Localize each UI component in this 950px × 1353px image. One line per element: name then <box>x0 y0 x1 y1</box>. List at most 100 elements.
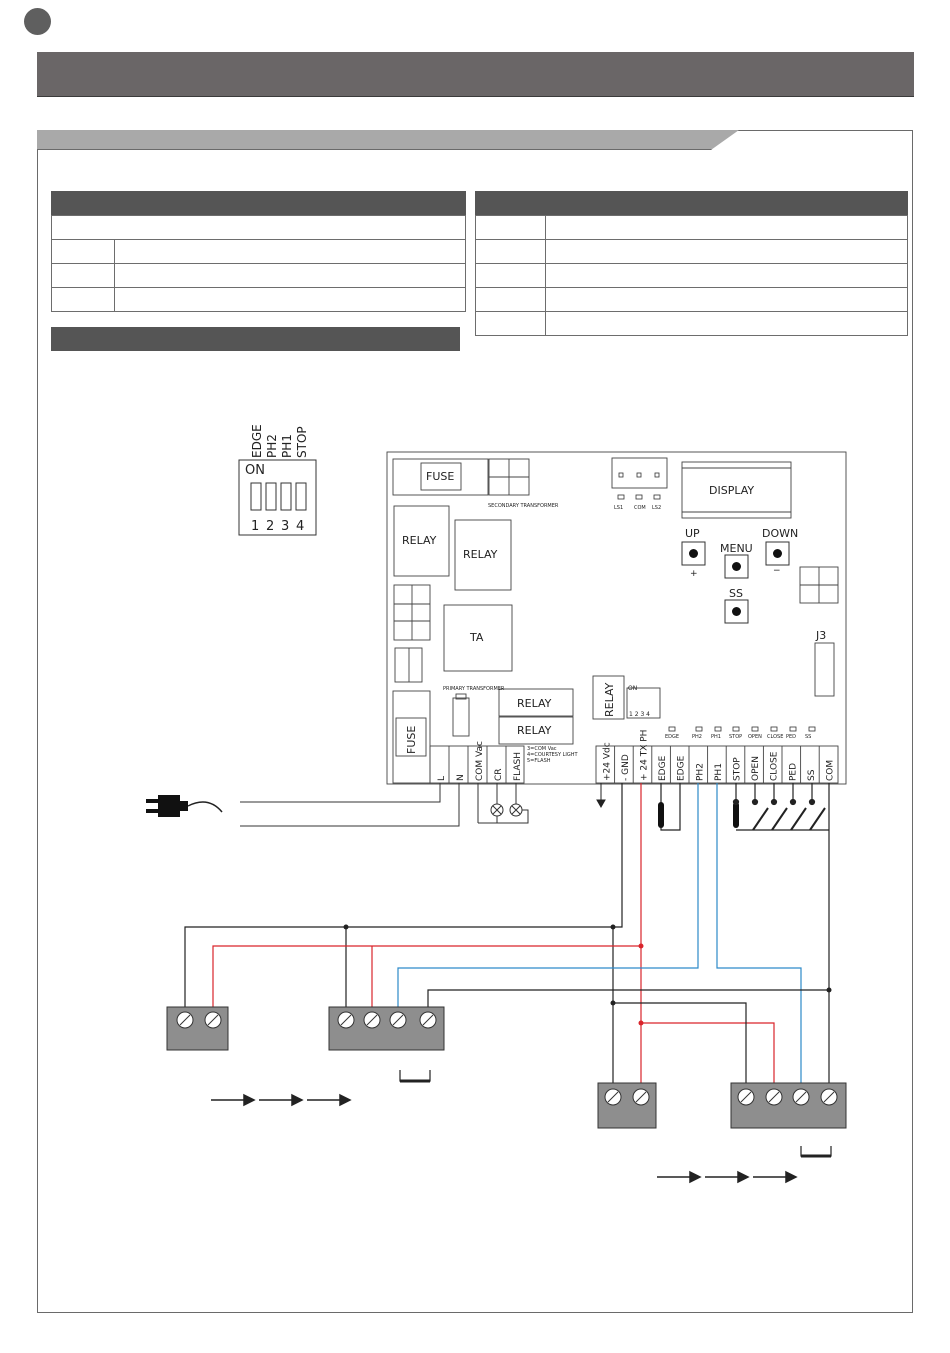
photocell-tx-2 <box>597 1082 657 1129</box>
dip-number-4: 4 <box>296 519 304 534</box>
terminal-label: CR <box>494 768 504 781</box>
terminal-label: EDGE <box>677 755 687 781</box>
dip-switch-3[interactable] <box>280 482 292 511</box>
menu-button[interactable] <box>724 554 749 579</box>
table-row <box>51 215 466 240</box>
up-button-label: UP <box>685 527 700 540</box>
terminal-label: - GND <box>621 754 631 781</box>
table-row <box>475 264 908 288</box>
left-table <box>51 191 466 312</box>
status-led-label: PED <box>786 734 796 740</box>
dip-number-3: 3 <box>281 519 289 534</box>
dip-number-1: 1 <box>251 519 259 534</box>
ls-led <box>635 494 643 500</box>
lamp-icons <box>477 783 529 824</box>
fuse-bottom-label: FUSE <box>405 726 418 754</box>
beam-arrows-2 <box>657 1170 798 1184</box>
status-led-label: PH1 <box>711 734 721 740</box>
dip-label-ph1: PH1 <box>280 434 294 458</box>
terminal-label: STOP <box>733 757 743 781</box>
status-led <box>751 726 759 732</box>
left-table-header <box>51 191 466 215</box>
ss-button[interactable] <box>724 599 749 624</box>
primary-transformer-label: PRIMARY TRANSFORMER <box>443 686 505 692</box>
status-led-label: PH2 <box>692 734 702 740</box>
photocell-tx-1 <box>166 1006 229 1051</box>
cr-note-3: 5=FLASH <box>527 758 551 764</box>
input-switches <box>732 783 826 831</box>
status-led-label: SS <box>805 734 811 740</box>
terminal-label: COM Vac <box>475 741 485 781</box>
led-ls1-label: LS1 <box>614 505 623 511</box>
dip-label-stop: STOP <box>295 426 309 458</box>
up-plus-sign: + <box>690 569 698 579</box>
relay-label-1: RELAY <box>402 534 437 547</box>
ss-button-label: SS <box>729 587 743 600</box>
status-led <box>695 726 703 732</box>
section-tab <box>37 130 739 150</box>
fuse-top-label: FUSE <box>426 470 454 483</box>
table-row <box>475 312 908 336</box>
relay-label-3: RELAY <box>517 697 552 710</box>
status-led-label: STOP <box>729 734 742 740</box>
terminal-label: N <box>456 774 466 781</box>
display-label: DISPLAY <box>709 484 754 497</box>
status-led-label: EDGE <box>665 734 679 740</box>
up-button[interactable] <box>681 541 706 566</box>
dip-label-ph2: PH2 <box>265 434 279 458</box>
page-title-bar <box>37 52 914 96</box>
dip-switch-1[interactable] <box>250 482 262 511</box>
dip-label-edge: EDGE <box>250 424 264 458</box>
photocell-rx-2 <box>730 1082 847 1129</box>
down-button[interactable] <box>765 541 790 566</box>
table-row <box>51 264 466 288</box>
status-led <box>732 726 740 732</box>
terminal-label: OPEN <box>751 756 761 781</box>
table-row <box>475 240 908 264</box>
status-led <box>808 726 816 732</box>
terminal-label: + 24 TX PH <box>640 730 650 781</box>
secondary-transformer-label: SECONDARY TRANSFORMER <box>488 503 559 509</box>
ls-pin <box>618 472 624 478</box>
terminal-label: PH1 <box>714 763 724 781</box>
terminal-label: EDGE <box>658 755 668 781</box>
cr-note-1: 3=COM Vac <box>527 746 557 752</box>
table-row <box>475 288 908 312</box>
j3-label: J3 <box>815 629 826 642</box>
right-table-header <box>475 191 908 215</box>
dip-switch-4[interactable] <box>295 482 307 511</box>
terminal-label: PED <box>788 763 798 781</box>
ls-pin <box>636 472 642 478</box>
ls-led <box>653 494 661 500</box>
status-led <box>789 726 797 732</box>
dip-on-label: ON <box>245 463 265 478</box>
led-com-label: COM <box>634 505 646 511</box>
table-row <box>475 215 908 240</box>
status-led <box>770 726 778 732</box>
cr-note-2: 4=COURTESY LIGHT <box>527 752 578 758</box>
terminal-label: CLOSE <box>770 751 780 781</box>
ta-label: TA <box>469 631 484 644</box>
terminal-label: COM <box>826 760 836 781</box>
mains-plug-icon <box>146 795 223 817</box>
right-table <box>475 191 908 336</box>
down-minus-sign: − <box>773 566 781 576</box>
terminal-label: PH2 <box>695 763 705 781</box>
relay-label-4: RELAY <box>517 724 552 737</box>
relay-label-2: RELAY <box>463 548 498 561</box>
relay-label-5: RELAY <box>603 682 616 717</box>
terminal-label: +24 Vdc <box>602 742 612 781</box>
mini-dip-on-label: ON <box>628 685 637 692</box>
dip-switch-2[interactable] <box>265 482 277 511</box>
beam-arrows-1 <box>211 1093 352 1107</box>
ls-led <box>617 494 625 500</box>
terminal-label: SS <box>807 769 817 781</box>
status-led <box>668 726 676 732</box>
menu-button-label: MENU <box>720 542 753 555</box>
status-led-label: CLOSE <box>767 734 783 740</box>
page-marker <box>24 8 51 35</box>
photocell-rx-1 <box>328 1006 445 1051</box>
down-button-label: DOWN <box>762 527 798 540</box>
terminal-label: FLASH <box>513 752 523 781</box>
